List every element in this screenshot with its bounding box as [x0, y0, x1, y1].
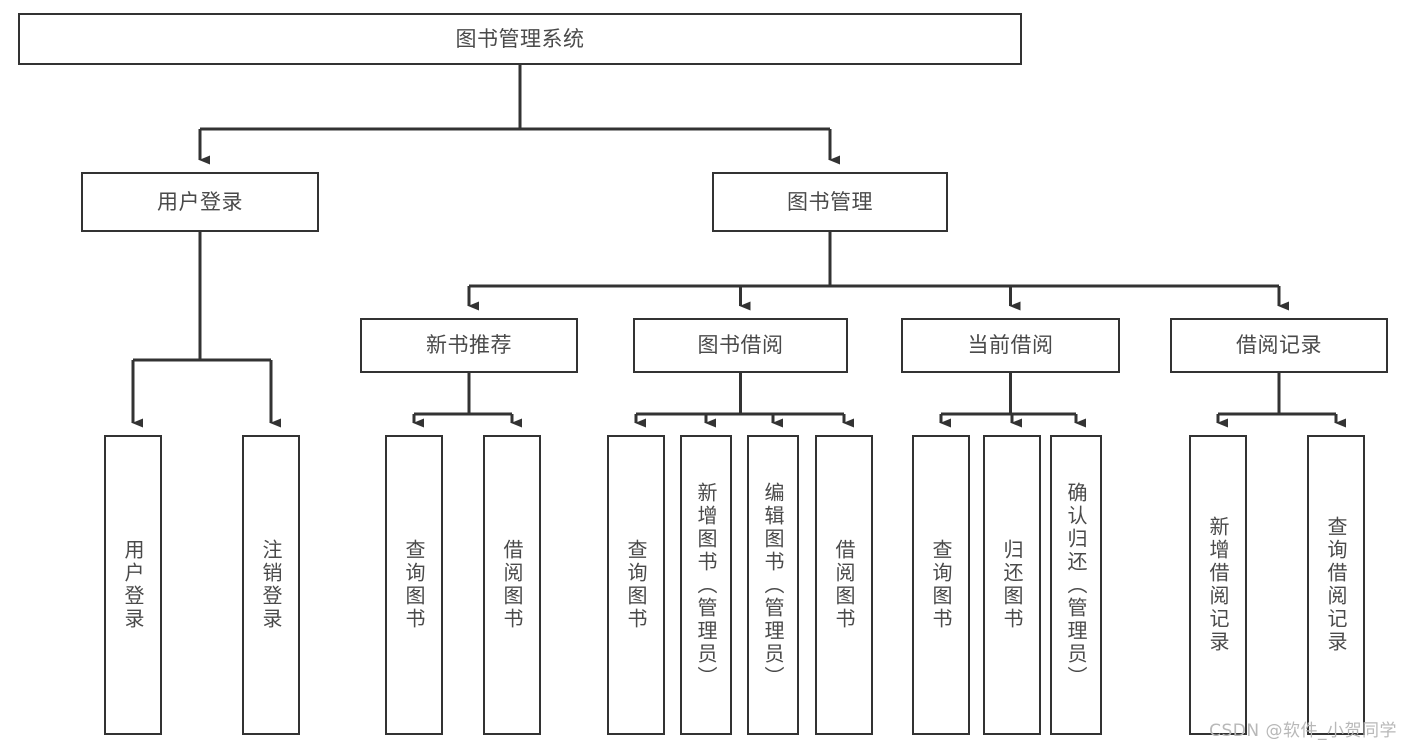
node-label-leaf-user-login: 用户登录	[121, 539, 145, 631]
node-label-current-borrow: 当前借阅	[967, 333, 1054, 358]
node-label-book-borrow: 图书借阅	[697, 333, 784, 358]
node-label-leaf-query-record: 查询借阅记录	[1324, 516, 1348, 654]
node-label-borrow-record: 借阅记录	[1236, 333, 1322, 358]
node-label-root: 图书管理系统	[455, 26, 585, 51]
node-label-new-book-rec: 新书推荐	[426, 333, 512, 358]
node-leaf-borrow-book-2[interactable]: 借阅图书	[815, 435, 873, 735]
node-leaf-borrow-book-1[interactable]: 借阅图书	[483, 435, 541, 735]
node-book-manage[interactable]: 图书管理	[712, 172, 948, 232]
node-new-book-rec[interactable]: 新书推荐	[360, 318, 578, 373]
node-leaf-return-book[interactable]: 归还图书	[983, 435, 1041, 735]
node-label-leaf-edit-book: 编辑图书（管理员）	[761, 481, 785, 689]
node-label-leaf-user-logout: 注销登录	[259, 539, 283, 631]
node-leaf-confirm-return[interactable]: 确认归还（管理员）	[1050, 435, 1102, 735]
node-root[interactable]: 图书管理系统	[18, 13, 1022, 65]
node-leaf-query-book-2[interactable]: 查询图书	[607, 435, 665, 735]
node-label-leaf-add-record: 新增借阅记录	[1206, 516, 1230, 654]
node-book-borrow[interactable]: 图书借阅	[633, 318, 848, 373]
node-leaf-query-book-1[interactable]: 查询图书	[385, 435, 443, 735]
node-borrow-record[interactable]: 借阅记录	[1170, 318, 1388, 373]
node-label-leaf-return-book: 归还图书	[1000, 539, 1024, 631]
node-label-leaf-borrow-book-1: 借阅图书	[500, 539, 524, 631]
node-leaf-edit-book[interactable]: 编辑图书（管理员）	[747, 435, 799, 735]
node-label-leaf-query-book-2: 查询图书	[624, 539, 648, 631]
node-current-borrow[interactable]: 当前借阅	[901, 318, 1120, 373]
node-leaf-query-book-3[interactable]: 查询图书	[912, 435, 970, 735]
node-leaf-add-record[interactable]: 新增借阅记录	[1189, 435, 1247, 735]
node-leaf-query-record[interactable]: 查询借阅记录	[1307, 435, 1365, 735]
node-label-user-login: 用户登录	[157, 189, 243, 214]
node-label-leaf-query-book-3: 查询图书	[929, 539, 953, 631]
node-label-leaf-borrow-book-2: 借阅图书	[832, 539, 856, 631]
node-leaf-add-book[interactable]: 新增图书（管理员）	[680, 435, 732, 735]
node-label-leaf-confirm-return: 确认归还（管理员）	[1064, 481, 1088, 689]
node-label-leaf-query-book-1: 查询图书	[402, 539, 426, 631]
node-leaf-user-logout[interactable]: 注销登录	[242, 435, 300, 735]
node-leaf-user-login[interactable]: 用户登录	[104, 435, 162, 735]
node-label-leaf-add-book: 新增图书（管理员）	[694, 481, 718, 689]
node-user-login[interactable]: 用户登录	[81, 172, 319, 232]
node-label-book-manage: 图书管理	[787, 189, 873, 214]
